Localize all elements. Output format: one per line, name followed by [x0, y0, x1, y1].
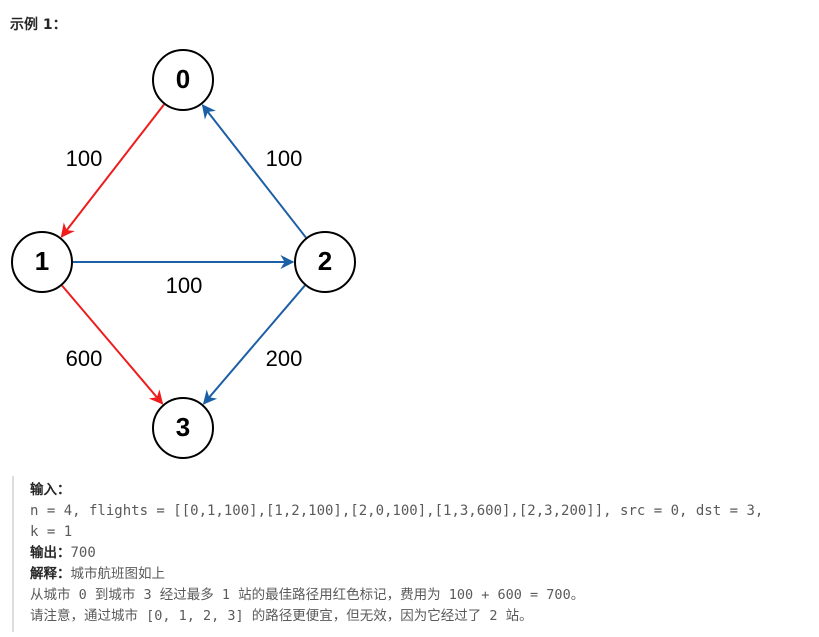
edge-weight-1-to-2: 100 [166, 273, 203, 298]
input-line-2: k = 1 [30, 524, 73, 540]
node-label-3: 3 [176, 412, 190, 442]
input-label-row: 输入： [30, 480, 71, 501]
graph-edges [60, 103, 307, 405]
edge-weight-2-to-3: 200 [266, 346, 303, 371]
explanation-line-2: 请注意，通过城市 [0, 1, 2, 3] 的路径更便宜，但无效，因为它经过了 … [30, 608, 533, 624]
explanation-line-1: 从城市 0 到城市 3 经过最多 1 站的最佳路径用红色标记，费用为 100 +… [30, 587, 585, 603]
edge-weight-1-to-3: 600 [66, 346, 103, 371]
node-3 [152, 397, 214, 459]
edge-0-to-1 [60, 103, 165, 238]
input-label: 输入： [30, 482, 71, 498]
example-title: 示例 1： [10, 17, 67, 33]
node-label-0: 0 [176, 64, 190, 94]
node-0 [152, 49, 214, 111]
input-line-1: n = 4, flights = [[0,1,100],[1,2,100],[2… [30, 503, 764, 519]
explanation-row: 解释：城市航班图如上 [30, 564, 165, 585]
edge-1-to-3 [61, 284, 164, 405]
node-2 [294, 231, 356, 293]
output-row: 输出：700 [30, 543, 96, 564]
flight-graph: 100 100 100 600 200 0 1 2 3 [11, 49, 356, 459]
node-label-1: 1 [35, 246, 49, 276]
output-label: 输出： [30, 545, 71, 561]
graph-edge-labels: 100 100 100 600 200 [66, 146, 303, 371]
output-value: 700 [70, 545, 96, 561]
graph-nodes: 0 1 2 3 [11, 49, 356, 459]
node-1 [11, 231, 73, 293]
explanation-intro: 城市航班图如上 [70, 566, 166, 582]
edge-weight-2-to-0: 100 [266, 146, 303, 171]
edge-2-to-3 [202, 284, 306, 405]
node-label-2: 2 [318, 246, 332, 276]
edge-2-to-0 [201, 104, 307, 239]
example-io-block: 输入： n = 4, flights = [[0,1,100],[1,2,100… [12, 476, 812, 632]
edge-weight-0-to-1: 100 [66, 146, 103, 171]
explanation-label: 解释： [30, 566, 71, 582]
